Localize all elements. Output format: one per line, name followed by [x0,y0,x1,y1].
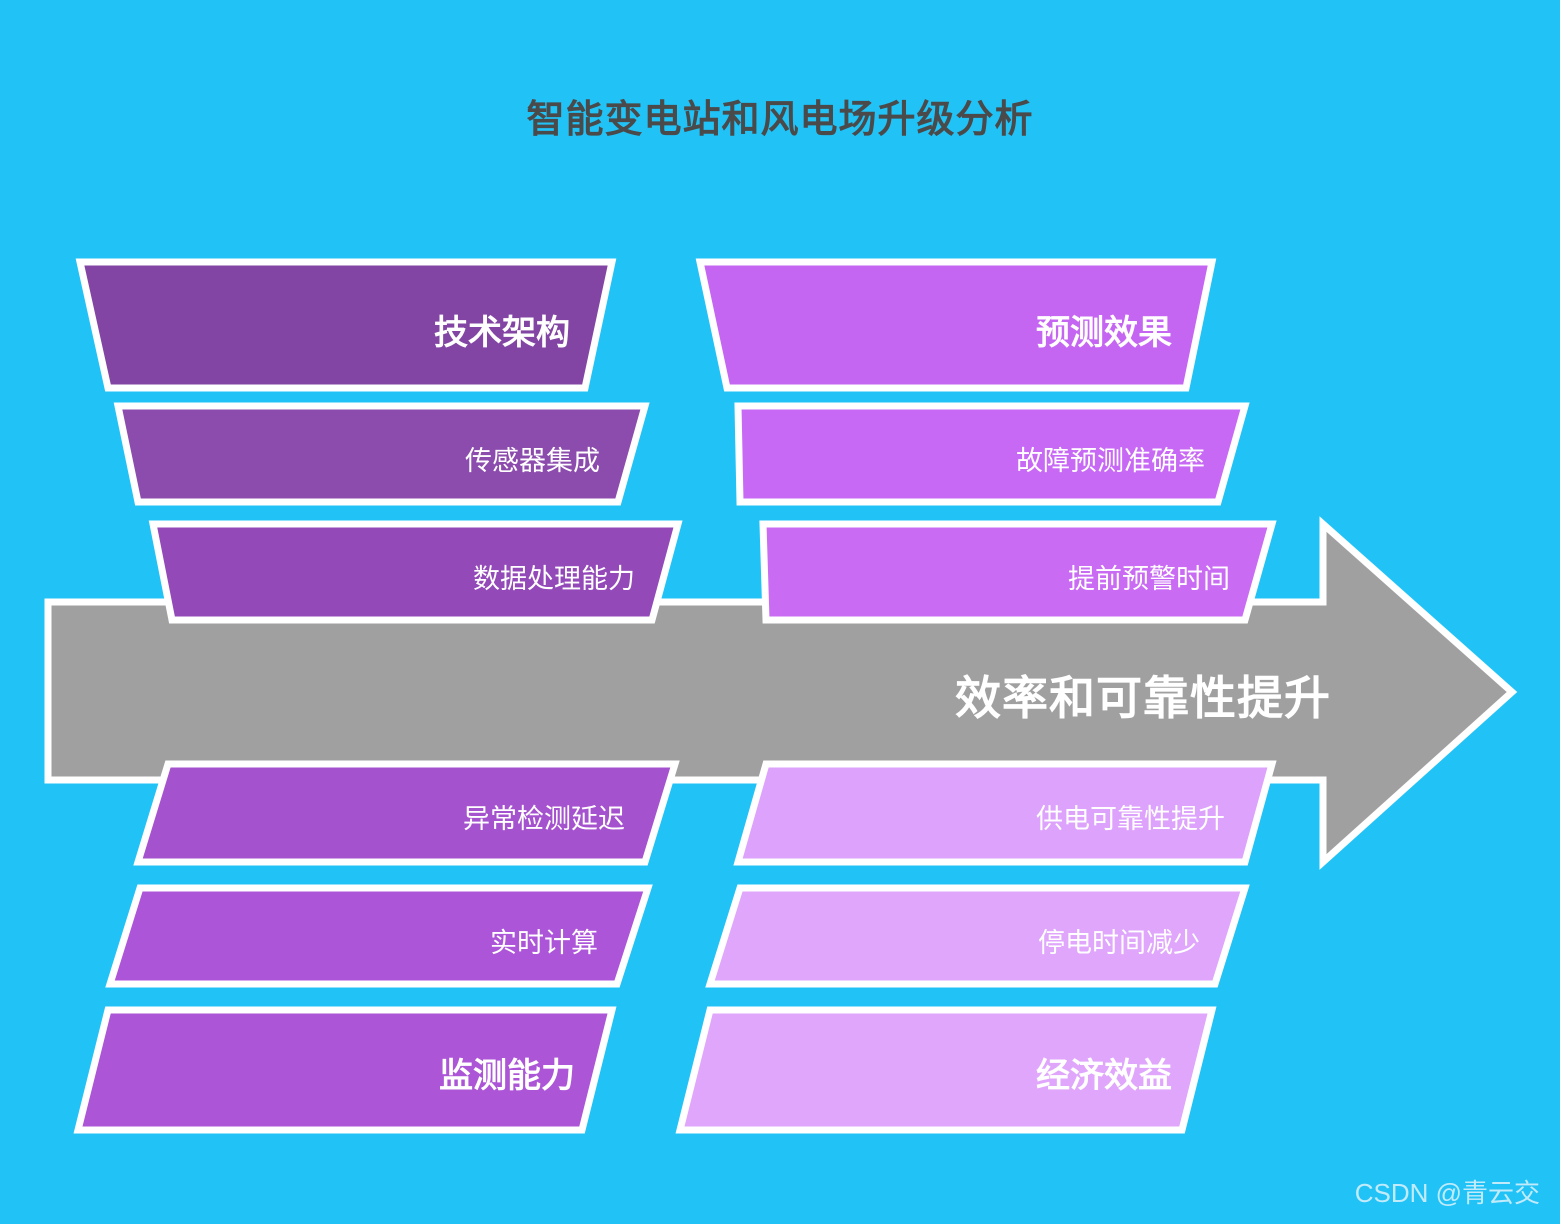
band-shape-right-2[interactable] [759,520,1277,624]
band-shape-right-4[interactable] [705,884,1250,988]
band-shape-left-5[interactable] [73,1006,617,1134]
band-shape-right-1[interactable] [734,402,1250,506]
band-shape-left-4[interactable] [105,884,653,988]
band-shape-right-0[interactable] [695,258,1217,392]
band-shape-left-2[interactable] [148,520,683,624]
band-shape-left-0[interactable] [75,258,617,392]
watermark: CSDN @青云交 [1354,1178,1540,1208]
page-title: 智能变电站和风电场升级分析 [526,99,1034,141]
band-shape-left-3[interactable] [133,760,680,866]
arrow-label: 效率和可靠性提升 [955,672,1331,724]
band-shape-right-3[interactable] [733,760,1277,866]
band-shape-left-1[interactable] [113,402,650,506]
band-shape-right-5[interactable] [675,1006,1217,1134]
